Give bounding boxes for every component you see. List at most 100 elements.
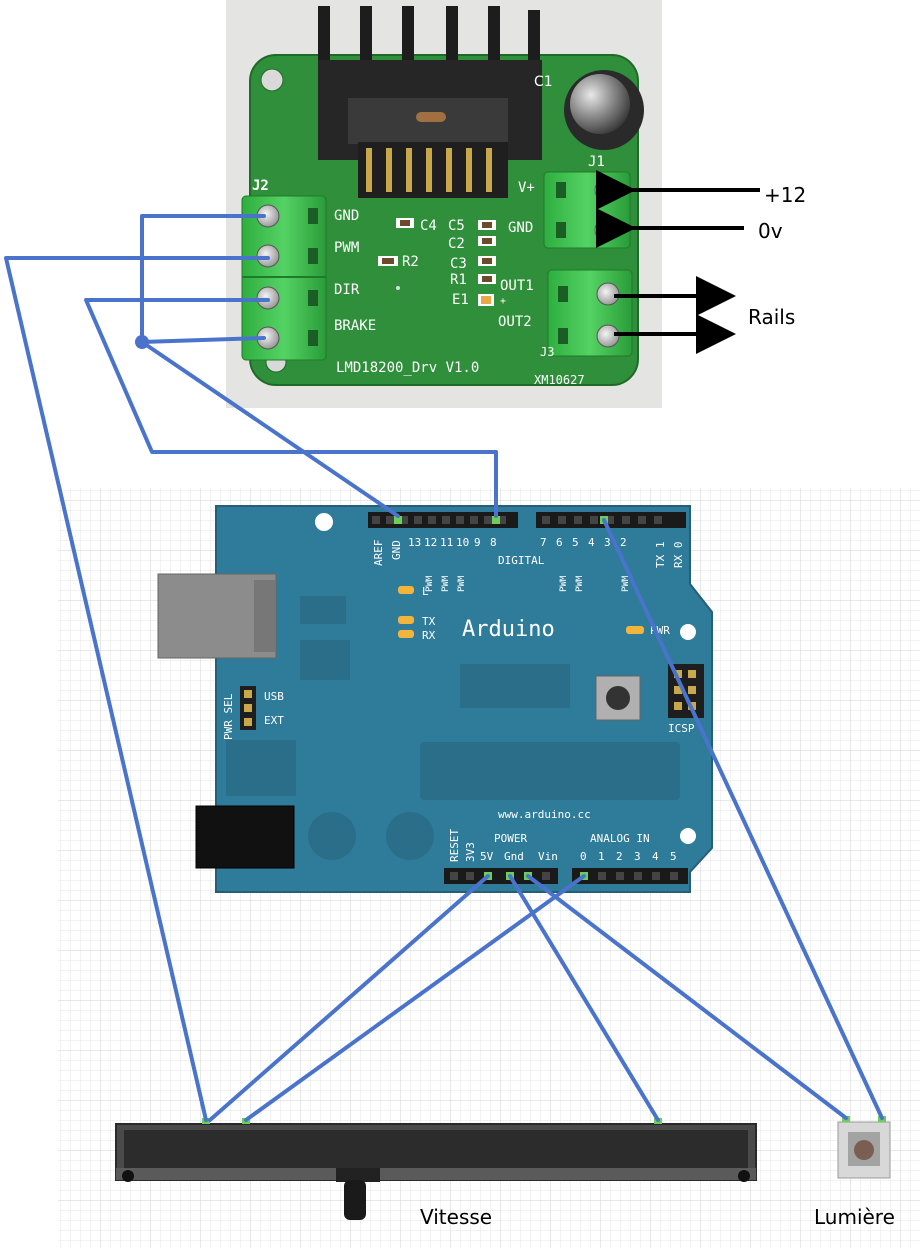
slide-potentiometer <box>115 1118 757 1220</box>
dpin-11: 11 <box>440 536 453 549</box>
part-e1-label: E1 <box>452 292 469 308</box>
apin-1: 1 <box>598 850 605 863</box>
analog-label: ANALOG IN <box>590 832 650 845</box>
slider-knob <box>344 1180 366 1220</box>
wire-vin-button <box>526 874 848 1120</box>
terminal-j1 <box>543 171 631 249</box>
pin-dir-label: DIR <box>334 282 360 298</box>
digital-label: DIGITAL <box>498 554 545 567</box>
dpin-12: 12 <box>424 536 437 549</box>
aref-label: AREF <box>372 540 385 567</box>
j3-label: J3 <box>540 345 554 359</box>
dpin-3: 3 <box>604 536 611 549</box>
part-c5-label: C5 <box>448 218 465 234</box>
analog-header <box>572 868 688 884</box>
apin-3: 3 <box>634 850 641 863</box>
dpin-6: 6 <box>556 536 563 549</box>
v3-label: 3V3 <box>464 842 477 862</box>
led-tx <box>398 616 414 624</box>
pin-out1-label: OUT1 <box>500 278 534 294</box>
power-annotations: +12 0v Rails <box>596 170 806 354</box>
wire-pin4-button <box>602 518 884 1120</box>
smd-parts <box>378 218 496 306</box>
chip-legs <box>358 142 508 198</box>
dpin-9: 9 <box>474 536 481 549</box>
apin-5: 5 <box>670 850 677 863</box>
icsp-label: ICSP <box>668 722 695 735</box>
pin-5v: 5V <box>480 850 494 863</box>
part-r2-label: R2 <box>402 254 419 270</box>
c1-label: C1 <box>534 74 553 90</box>
pwm-label-3: PWM <box>621 575 631 592</box>
wire-dir-pin8 <box>84 298 498 518</box>
dpin-13: 13 <box>408 536 421 549</box>
dc-jack <box>195 805 295 869</box>
wire-junction-arduino-gnd <box>140 340 400 518</box>
apin-0: 0 <box>580 850 587 863</box>
pwm-label-5: PWM <box>575 575 585 592</box>
pin-gnd: Gnd <box>504 850 524 863</box>
pwm-label-10: PWM <box>441 575 451 592</box>
apin-2: 2 <box>616 850 623 863</box>
pin-vplus-label: V+ <box>518 180 535 196</box>
led-tx-label: TX <box>422 615 436 628</box>
reset-button <box>595 675 641 721</box>
led-rx-label: RX <box>422 629 436 642</box>
plus-sign-label: + <box>500 296 506 307</box>
power-header <box>444 868 558 884</box>
gnd-label: GND <box>390 540 403 560</box>
led-pwr <box>626 626 644 634</box>
pwm-label-11: PWM <box>425 575 435 592</box>
dpin-7: 7 <box>540 536 547 549</box>
ext-label: EXT <box>264 714 284 727</box>
label-rails: Rails <box>748 305 795 329</box>
dpin-8: 8 <box>490 536 497 549</box>
wires <box>4 214 884 1122</box>
arduino-silkscreen: Arduino www.arduino.cc DIGITAL AREF GND … <box>222 536 695 863</box>
led-rx <box>398 630 414 638</box>
pin-gnd-label: GND <box>334 208 359 224</box>
dpin-4: 4 <box>588 536 595 549</box>
pin-pwm-label: PWM <box>334 240 359 256</box>
wire-pwm-slider <box>4 256 270 1122</box>
label-plus12: +12 <box>764 183 806 207</box>
pin-brake-label: BRAKE <box>334 318 376 334</box>
wire-a0-slider <box>244 874 586 1122</box>
led-l-label: L <box>422 585 429 598</box>
reset-label: RESET <box>448 829 461 862</box>
label-0v: 0v <box>758 219 783 243</box>
wire-gnd-slider <box>508 874 660 1122</box>
board-silkscreen: J2 GND PWM DIR BRAKE J1 V+ GND OUT1 OUT2… <box>252 154 605 387</box>
dpin-5: 5 <box>572 536 579 549</box>
dpin-tx: TX 1 <box>654 542 667 569</box>
dpin-rx: RX 0 <box>672 542 685 569</box>
capacitor-c1: C1 <box>534 70 644 150</box>
driver-board: C1 <box>226 0 662 408</box>
usb-label: USB <box>264 690 284 703</box>
pwr-sel-jumper <box>240 686 256 730</box>
apin-4: 4 <box>652 850 659 863</box>
board-name-label: LMD18200_Drv V1.0 <box>336 360 479 376</box>
pwm-label-6: PWM <box>559 575 569 592</box>
wire-junction-dot <box>135 335 149 349</box>
push-button <box>837 1116 891 1179</box>
pin-out2-label: OUT2 <box>498 314 532 330</box>
slider-label: Vitesse <box>420 1205 492 1229</box>
led-l <box>398 586 414 594</box>
part-r1-label: R1 <box>450 272 467 288</box>
pwm-label-9: PWM <box>457 575 467 592</box>
terminal-j3 <box>547 269 633 357</box>
button-label: Lumière <box>814 1205 895 1229</box>
j1-label: J1 <box>588 154 605 170</box>
digital-header-low <box>536 512 686 528</box>
part-c2-label: C2 <box>448 236 465 252</box>
digital-header-high <box>368 512 518 528</box>
wire-5v-slider <box>208 874 490 1122</box>
arduino-logo: Arduino <box>462 617 555 642</box>
board-serial-label: XM10627 <box>534 373 585 387</box>
dpin-2: 2 <box>620 536 627 549</box>
pwr-sel-label: PWR SEL <box>222 693 235 740</box>
j2-label: J2 <box>252 178 269 194</box>
pin-vin: Vin <box>538 850 558 863</box>
